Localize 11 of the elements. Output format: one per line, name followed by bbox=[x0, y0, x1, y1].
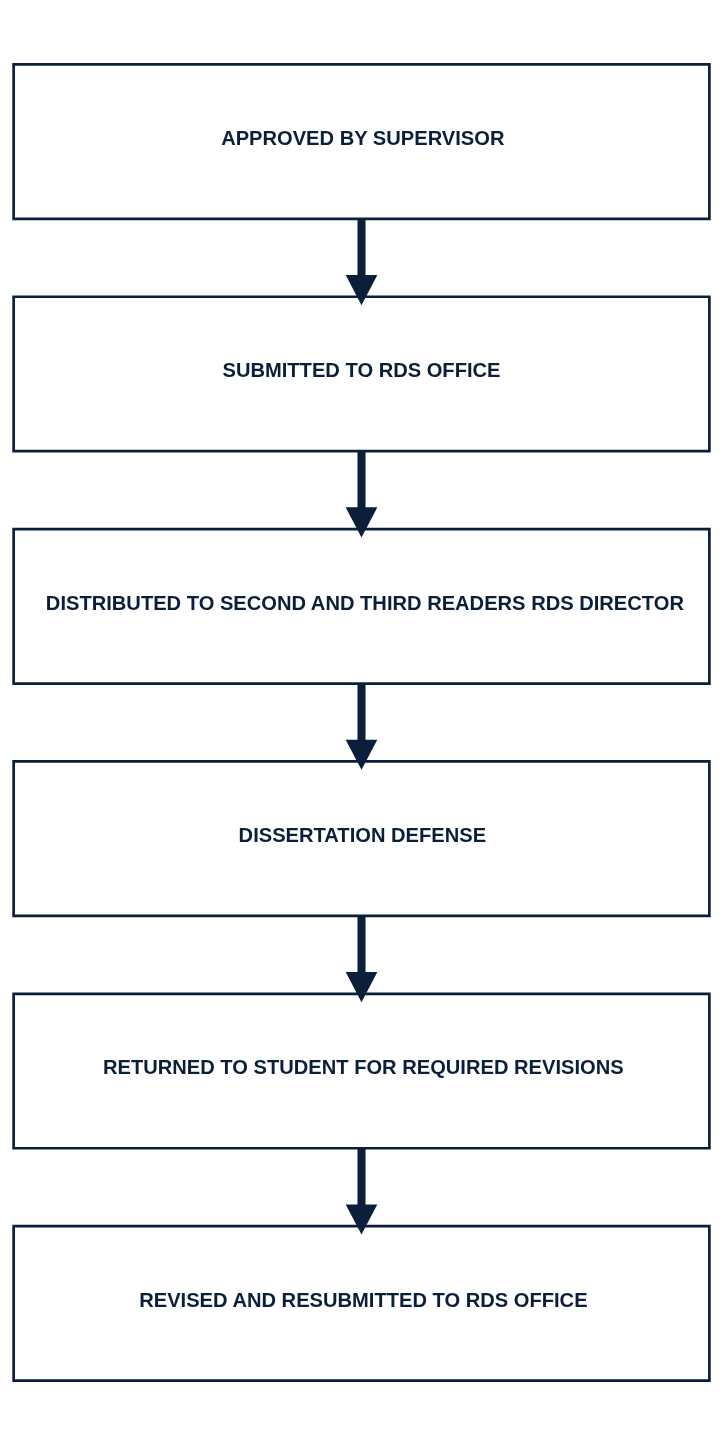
node-box: APPROVED BY SUPERVISOR bbox=[12, 62, 711, 220]
node-box: SUBMITTED TO RDS OFFICE bbox=[12, 294, 711, 453]
arrow bbox=[345, 916, 378, 1002]
arrow bbox=[345, 218, 378, 305]
arrow bbox=[345, 451, 378, 537]
node-box: DISSERTATION DEFENSE bbox=[12, 759, 711, 917]
node-box: REVISED AND RESUBMITTED TO RDS OFFICE bbox=[12, 1224, 711, 1382]
node-box: RETURNED TO STUDENT FOR REQUIRED REVISIONS bbox=[12, 991, 711, 1150]
arrow bbox=[345, 1148, 378, 1235]
node-box: DISTRIBUTED TO SECOND AND THIRD READERS RDS DIRECTOR bbox=[12, 527, 711, 685]
arrow bbox=[345, 683, 378, 770]
